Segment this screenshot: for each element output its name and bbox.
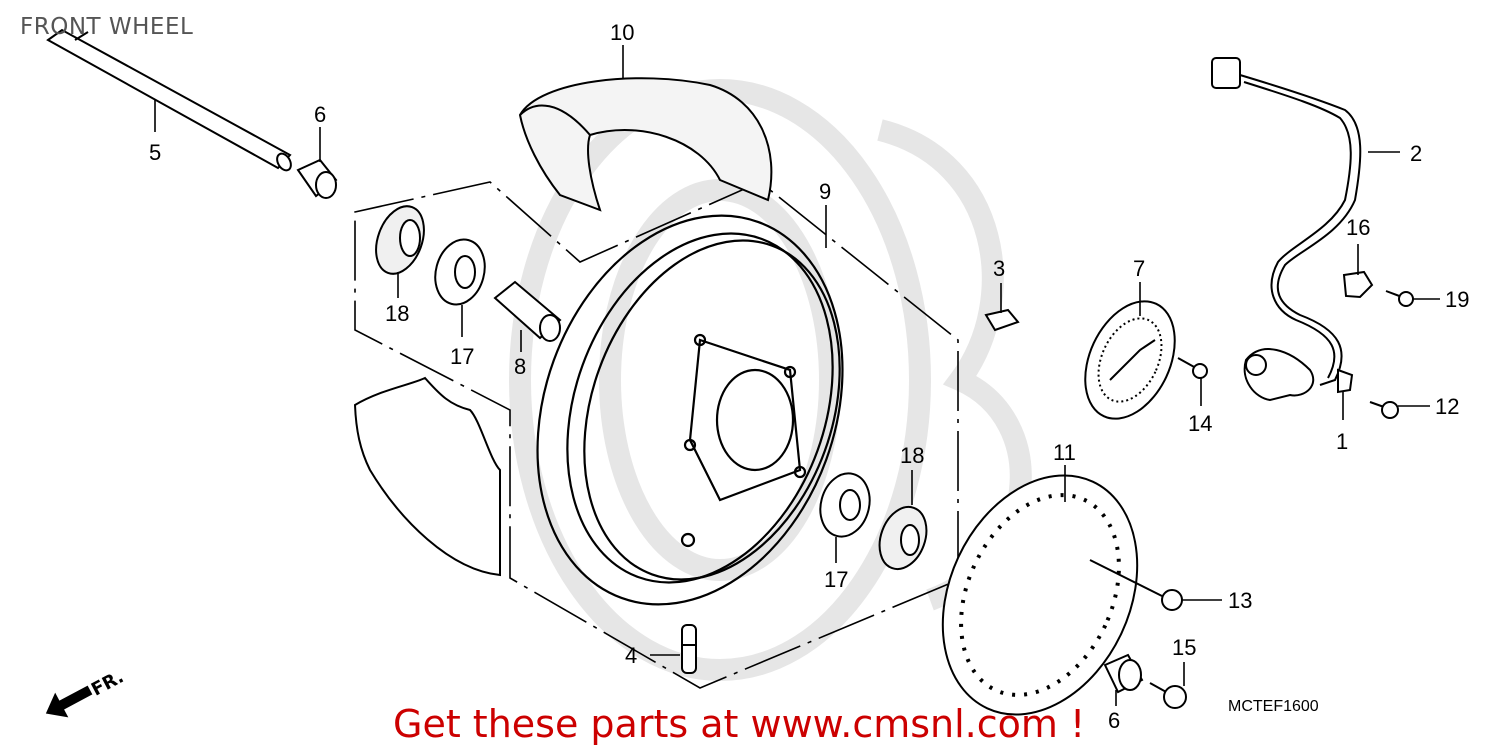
- brake-disc-part[interactable]: [906, 444, 1175, 747]
- callout-2[interactable]: 2: [1410, 141, 1422, 166]
- dust-seal-part-left[interactable]: [367, 200, 432, 281]
- callout-8[interactable]: 8: [514, 354, 526, 379]
- diagram-title: FRONT WHEEL: [20, 14, 194, 40]
- callout-6-top[interactable]: 6: [314, 102, 326, 127]
- callout-6-bottom[interactable]: 6: [1108, 708, 1120, 733]
- diagram-code: MCTEF1600: [1228, 698, 1319, 715]
- callout-9[interactable]: 9: [819, 179, 831, 204]
- collar-part-bottom[interactable]: [1103, 653, 1144, 694]
- callout-12[interactable]: 12: [1435, 394, 1459, 419]
- leader-lines: [154, 45, 1440, 706]
- bolt-part-12[interactable]: [1369, 401, 1399, 419]
- bolt-part-19[interactable]: [1385, 290, 1414, 307]
- dust-seal-part-right[interactable]: [871, 500, 934, 575]
- callout-18-left[interactable]: 18: [385, 301, 409, 326]
- wheel-speed-sensor-part[interactable]: [1243, 348, 1354, 402]
- promo-banner-text[interactable]: Get these parts at www.cmsnl.com !: [393, 702, 1086, 746]
- callout-19[interactable]: 19: [1445, 287, 1469, 312]
- tire-part[interactable]: [518, 77, 773, 212]
- pulser-ring-part[interactable]: [1068, 287, 1193, 433]
- screw-part[interactable]: [1177, 357, 1208, 379]
- bearing-part-left[interactable]: [428, 234, 491, 310]
- callout-1[interactable]: 1: [1336, 429, 1348, 454]
- front-direction-marker: FR.: [40, 660, 140, 725]
- callout-17-left[interactable]: 17: [450, 344, 474, 369]
- axle-part[interactable]: [46, 28, 294, 173]
- callout-15[interactable]: 15: [1172, 635, 1196, 660]
- callout-11[interactable]: 11: [1053, 440, 1076, 465]
- distance-collar-part[interactable]: [493, 280, 562, 342]
- promo-banner-link[interactable]: Get these parts at www.cmsnl.com !: [393, 702, 1085, 746]
- callout-3[interactable]: 3: [993, 256, 1005, 281]
- callout-16[interactable]: 16: [1346, 215, 1370, 240]
- bearing-part-right[interactable]: [814, 468, 877, 542]
- hub-cover-part: [353, 376, 501, 577]
- callout-4[interactable]: 4: [625, 643, 637, 668]
- callout-13[interactable]: 13: [1228, 588, 1252, 613]
- flange-bolt-part[interactable]: [1149, 682, 1187, 709]
- callout-5[interactable]: 5: [149, 140, 161, 165]
- callout-10[interactable]: 10: [610, 20, 634, 45]
- arrow-down-left-icon: FR.: [45, 666, 127, 718]
- callout-labels: 1 2 3 4 5 6 6 7 8 9 10 11 12 13 14 15 16…: [149, 20, 1469, 733]
- callout-17-right[interactable]: 17: [824, 567, 848, 592]
- callout-7[interactable]: 7: [1133, 256, 1145, 281]
- valve-part[interactable]: [681, 624, 697, 674]
- stay-part[interactable]: [1342, 270, 1374, 299]
- sensor-harness-part[interactable]: [1211, 57, 1362, 386]
- collar-part-top[interactable]: [296, 158, 338, 199]
- wheel-part[interactable]: [485, 172, 894, 647]
- callout-14[interactable]: 14: [1188, 411, 1212, 436]
- svg-text:FR.: FR.: [88, 666, 127, 700]
- callout-18-right[interactable]: 18: [900, 443, 924, 468]
